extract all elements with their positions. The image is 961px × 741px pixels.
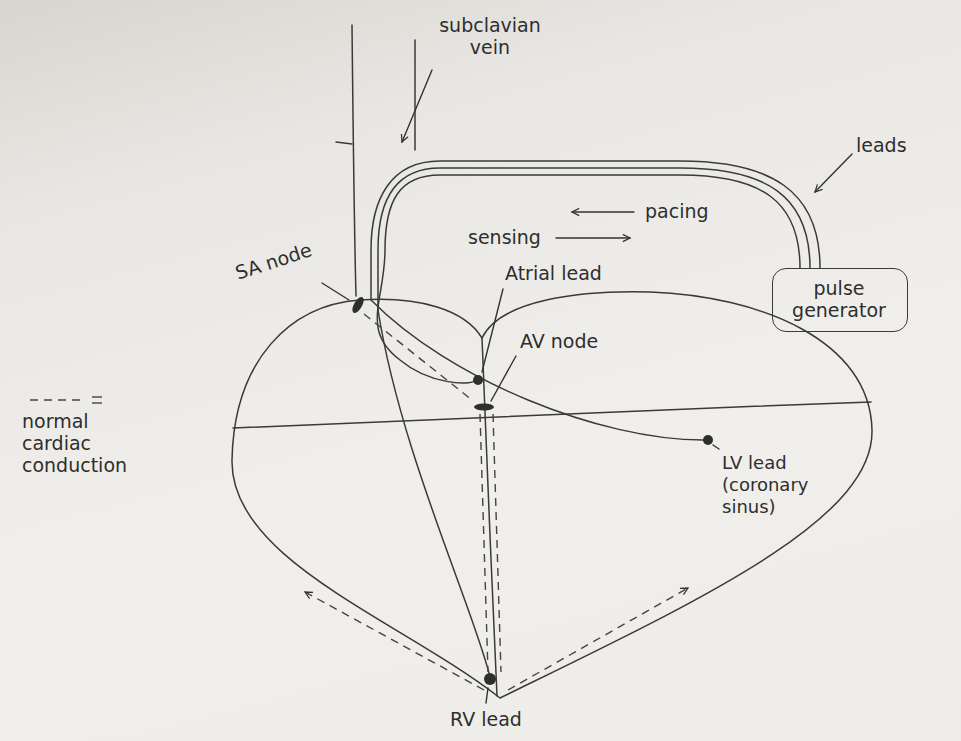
part-label: SA node	[233, 238, 315, 283]
conduction-path	[364, 314, 472, 400]
sa-node-mark	[350, 295, 366, 315]
leader-line	[322, 283, 349, 300]
part-label: leads	[856, 134, 907, 156]
leader-line	[486, 688, 488, 703]
atrioventricular-line	[233, 402, 871, 428]
sample-end-mark	[92, 402, 102, 403]
part-label: subclavian vein	[430, 14, 550, 58]
device-box: pulse generator	[772, 268, 908, 332]
conduction-path	[480, 414, 488, 672]
conduction-path	[305, 592, 484, 690]
lead-tip-dot	[703, 435, 713, 445]
part-label: LV lead (coronary sinus)	[722, 452, 822, 518]
atrial-lead-wire	[377, 175, 800, 383]
part-label: AV node	[520, 330, 598, 352]
conduction-path	[493, 414, 501, 672]
legend-text: normal cardiac conduction	[22, 410, 142, 476]
pointer-arrow	[815, 154, 852, 192]
av-node-mark	[474, 404, 494, 411]
rv-lead-wire	[378, 168, 810, 673]
legend-line-sample	[22, 390, 106, 408]
device-label: pulse generator	[781, 277, 897, 321]
leader-line	[713, 445, 719, 449]
part-label: Atrial lead	[505, 262, 602, 284]
sample-end-mark	[92, 396, 102, 397]
heart-outline	[232, 292, 872, 698]
lead-tip-dot	[473, 375, 483, 385]
part-label: RV lead	[450, 708, 522, 730]
lead-tip-dot	[484, 673, 496, 685]
direction-arrow	[556, 237, 630, 238]
direction-arrow	[572, 211, 634, 212]
septum-line	[482, 338, 497, 696]
vein-branch	[336, 142, 352, 144]
lv-lead-wire	[371, 161, 820, 440]
part-label: sensing	[468, 226, 541, 248]
vein-wall	[414, 40, 416, 150]
part-label: pacing	[645, 200, 709, 222]
dashed-sample	[30, 399, 86, 400]
conduction-path	[508, 588, 688, 690]
legend-entry: normal cardiac conduction	[22, 390, 142, 476]
pointer-arrow	[402, 70, 432, 142]
leader-line	[491, 356, 516, 401]
leader-line	[482, 289, 503, 372]
vein-wall	[352, 25, 356, 296]
